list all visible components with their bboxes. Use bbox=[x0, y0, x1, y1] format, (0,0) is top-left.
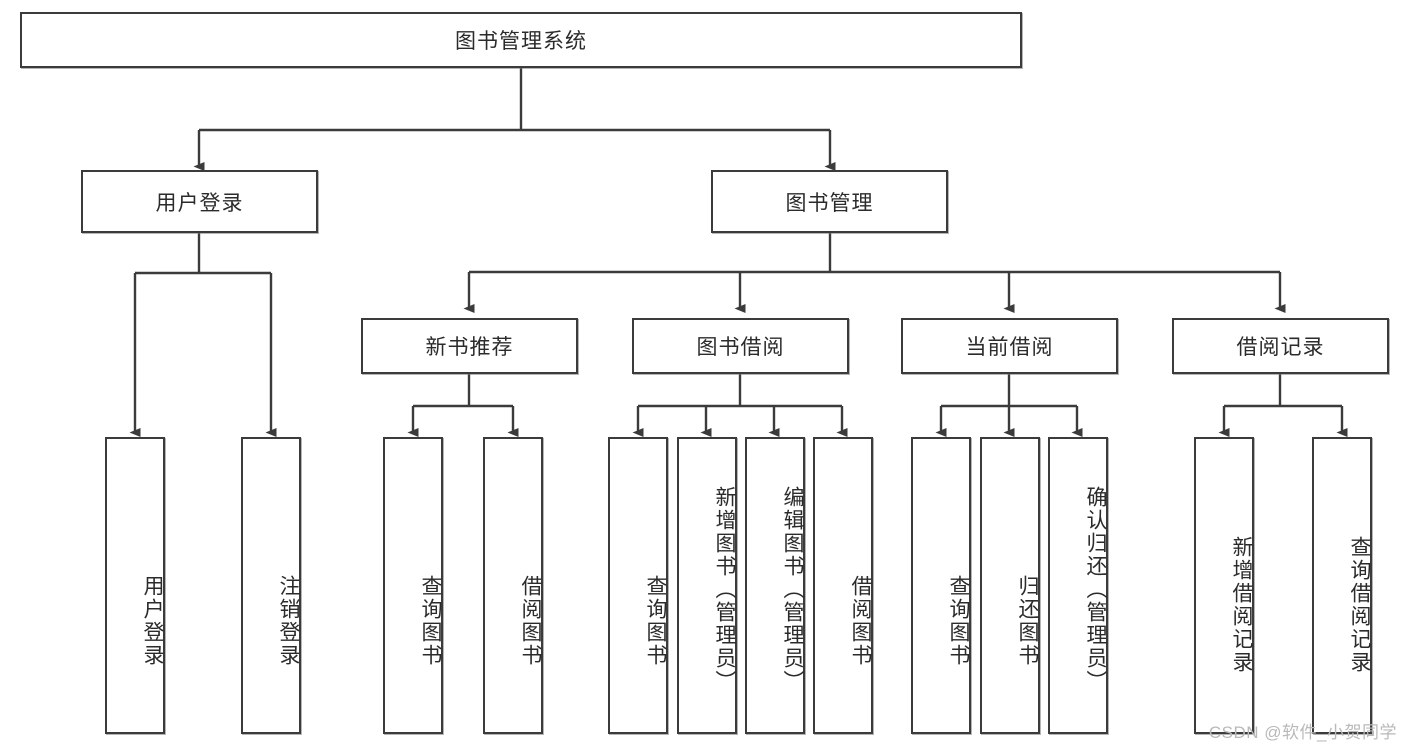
node-leaf-new-book-query[interactable]: 查询图书 bbox=[383, 437, 443, 734]
node-leaf-user-login-logout-label: 注销登录 bbox=[277, 574, 300, 667]
node-user-login-label: 用户登录 bbox=[155, 191, 244, 215]
node-leaf-current-return-book-label: 归还图书 bbox=[1016, 574, 1039, 667]
node-book-manage[interactable]: 图书管理 bbox=[711, 170, 948, 233]
node-book-borrow[interactable]: 图书借阅 bbox=[632, 318, 849, 374]
node-leaf-borrow-add-book-label: 新增图书（管理员） bbox=[713, 486, 736, 693]
node-current-borrow[interactable]: 当前借阅 bbox=[901, 318, 1118, 374]
node-leaf-borrow-borrow-book-label: 借阅图书 bbox=[849, 574, 872, 667]
node-leaf-new-book-query-label: 查询图书 bbox=[419, 574, 442, 667]
node-leaf-borrow-edit-book[interactable]: 编辑图书（管理员） bbox=[745, 437, 805, 734]
node-book-borrow-label: 图书借阅 bbox=[696, 336, 785, 359]
node-leaf-borrow-add-book[interactable]: 新增图书（管理员） bbox=[677, 437, 737, 734]
node-current-borrow-label: 当前借阅 bbox=[965, 336, 1054, 359]
node-leaf-record-add[interactable]: 新增借阅记录 bbox=[1194, 437, 1254, 734]
node-leaf-borrow-edit-book-label: 编辑图书（管理员） bbox=[781, 486, 804, 693]
node-leaf-new-book-borrow-label: 借阅图书 bbox=[519, 574, 542, 667]
node-user-login[interactable]: 用户登录 bbox=[81, 170, 318, 233]
node-leaf-record-add-label: 新增借阅记录 bbox=[1230, 535, 1253, 674]
node-leaf-current-query-book[interactable]: 查询图书 bbox=[911, 437, 971, 734]
node-new-book-recommend[interactable]: 新书推荐 bbox=[361, 318, 578, 374]
node-leaf-user-login-login-label: 用户登录 bbox=[141, 574, 164, 667]
node-borrow-record[interactable]: 借阅记录 bbox=[1172, 318, 1389, 374]
node-root-system[interactable]: 图书管理系统 bbox=[20, 12, 1022, 68]
node-leaf-current-confirm-return-label: 确认归还（管理员） bbox=[1084, 486, 1107, 693]
node-leaf-borrow-borrow-book[interactable]: 借阅图书 bbox=[813, 437, 873, 734]
node-book-manage-label: 图书管理 bbox=[785, 191, 874, 215]
node-leaf-current-confirm-return[interactable]: 确认归还（管理员） bbox=[1048, 437, 1108, 734]
node-leaf-user-login-login[interactable]: 用户登录 bbox=[105, 437, 165, 734]
node-leaf-borrow-query-book[interactable]: 查询图书 bbox=[608, 437, 668, 734]
node-borrow-record-label: 借阅记录 bbox=[1236, 336, 1325, 359]
node-leaf-record-query-label: 查询借阅记录 bbox=[1348, 535, 1371, 674]
node-leaf-current-return-book[interactable]: 归还图书 bbox=[980, 437, 1040, 734]
node-leaf-borrow-query-book-label: 查询图书 bbox=[644, 574, 667, 667]
node-leaf-current-query-book-label: 查询图书 bbox=[947, 574, 970, 667]
node-new-book-recommend-label: 新书推荐 bbox=[425, 336, 514, 359]
node-root-system-label: 图书管理系统 bbox=[455, 30, 587, 53]
node-leaf-new-book-borrow[interactable]: 借阅图书 bbox=[483, 437, 543, 734]
node-leaf-user-login-logout[interactable]: 注销登录 bbox=[241, 437, 301, 734]
node-leaf-record-query[interactable]: 查询借阅记录 bbox=[1312, 437, 1372, 734]
